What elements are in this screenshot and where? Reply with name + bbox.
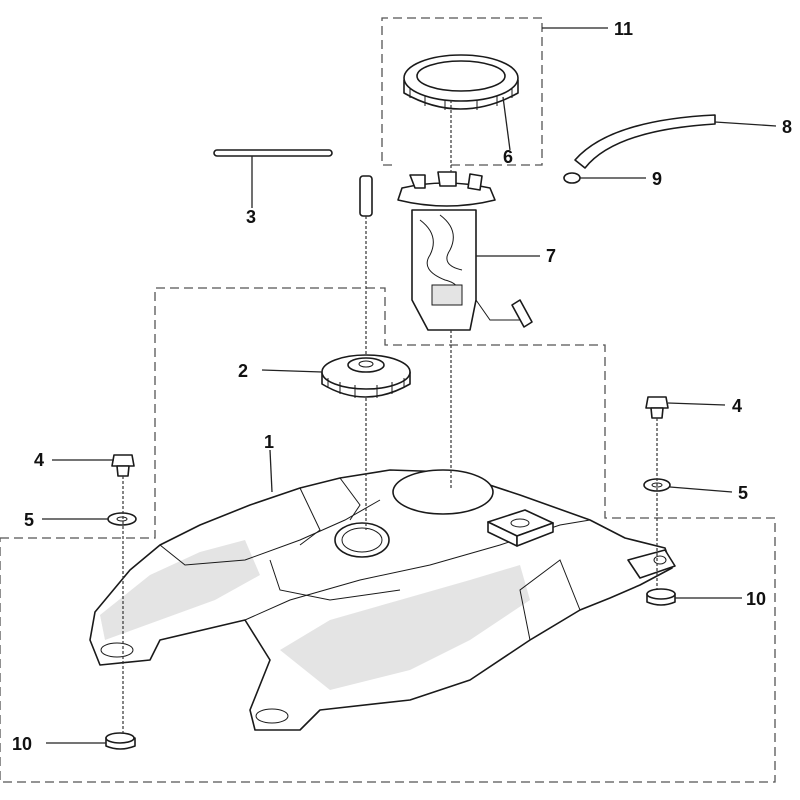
callout-8-hose: 8 xyxy=(782,117,792,137)
callout-1-fuel-tank: 1 xyxy=(264,432,274,452)
hose xyxy=(574,114,716,169)
washer-left xyxy=(107,512,137,526)
callout-11-sender-group: 11 xyxy=(614,19,633,39)
callout-2-filler-cap: 2 xyxy=(238,361,248,381)
callout-10-mount-right: 10 xyxy=(746,589,766,609)
tank-group-boundary xyxy=(0,287,776,783)
bolt-right xyxy=(645,396,669,419)
lock-ring xyxy=(403,54,519,110)
callout-7-fuel-pump: 7 xyxy=(546,246,556,266)
filler-cap xyxy=(321,354,411,398)
callout-4-bolt-left: 4 xyxy=(34,450,44,470)
callout-4-bolt-right: 4 xyxy=(732,396,742,416)
pin xyxy=(359,175,373,217)
callout-6-lock-ring: 6 xyxy=(503,147,513,167)
leader-lines xyxy=(42,27,777,744)
callout-10-mount-left: 10 xyxy=(12,734,32,754)
callout-5-washer-left: 5 xyxy=(24,510,34,530)
fuel-pump-module xyxy=(397,171,533,331)
rubber-mount-left xyxy=(105,732,136,750)
sender-group-boundary xyxy=(381,17,543,166)
rubber-mount-right xyxy=(646,588,676,606)
callout-3-rod: 3 xyxy=(246,207,256,227)
assembly-axes xyxy=(122,100,658,733)
callout-5-washer-right: 5 xyxy=(738,483,748,503)
rod xyxy=(213,149,333,157)
bolt-left xyxy=(111,454,135,477)
fuel-tank xyxy=(89,469,676,731)
o-ring xyxy=(563,172,581,184)
callout-9-o-ring: 9 xyxy=(652,169,662,189)
